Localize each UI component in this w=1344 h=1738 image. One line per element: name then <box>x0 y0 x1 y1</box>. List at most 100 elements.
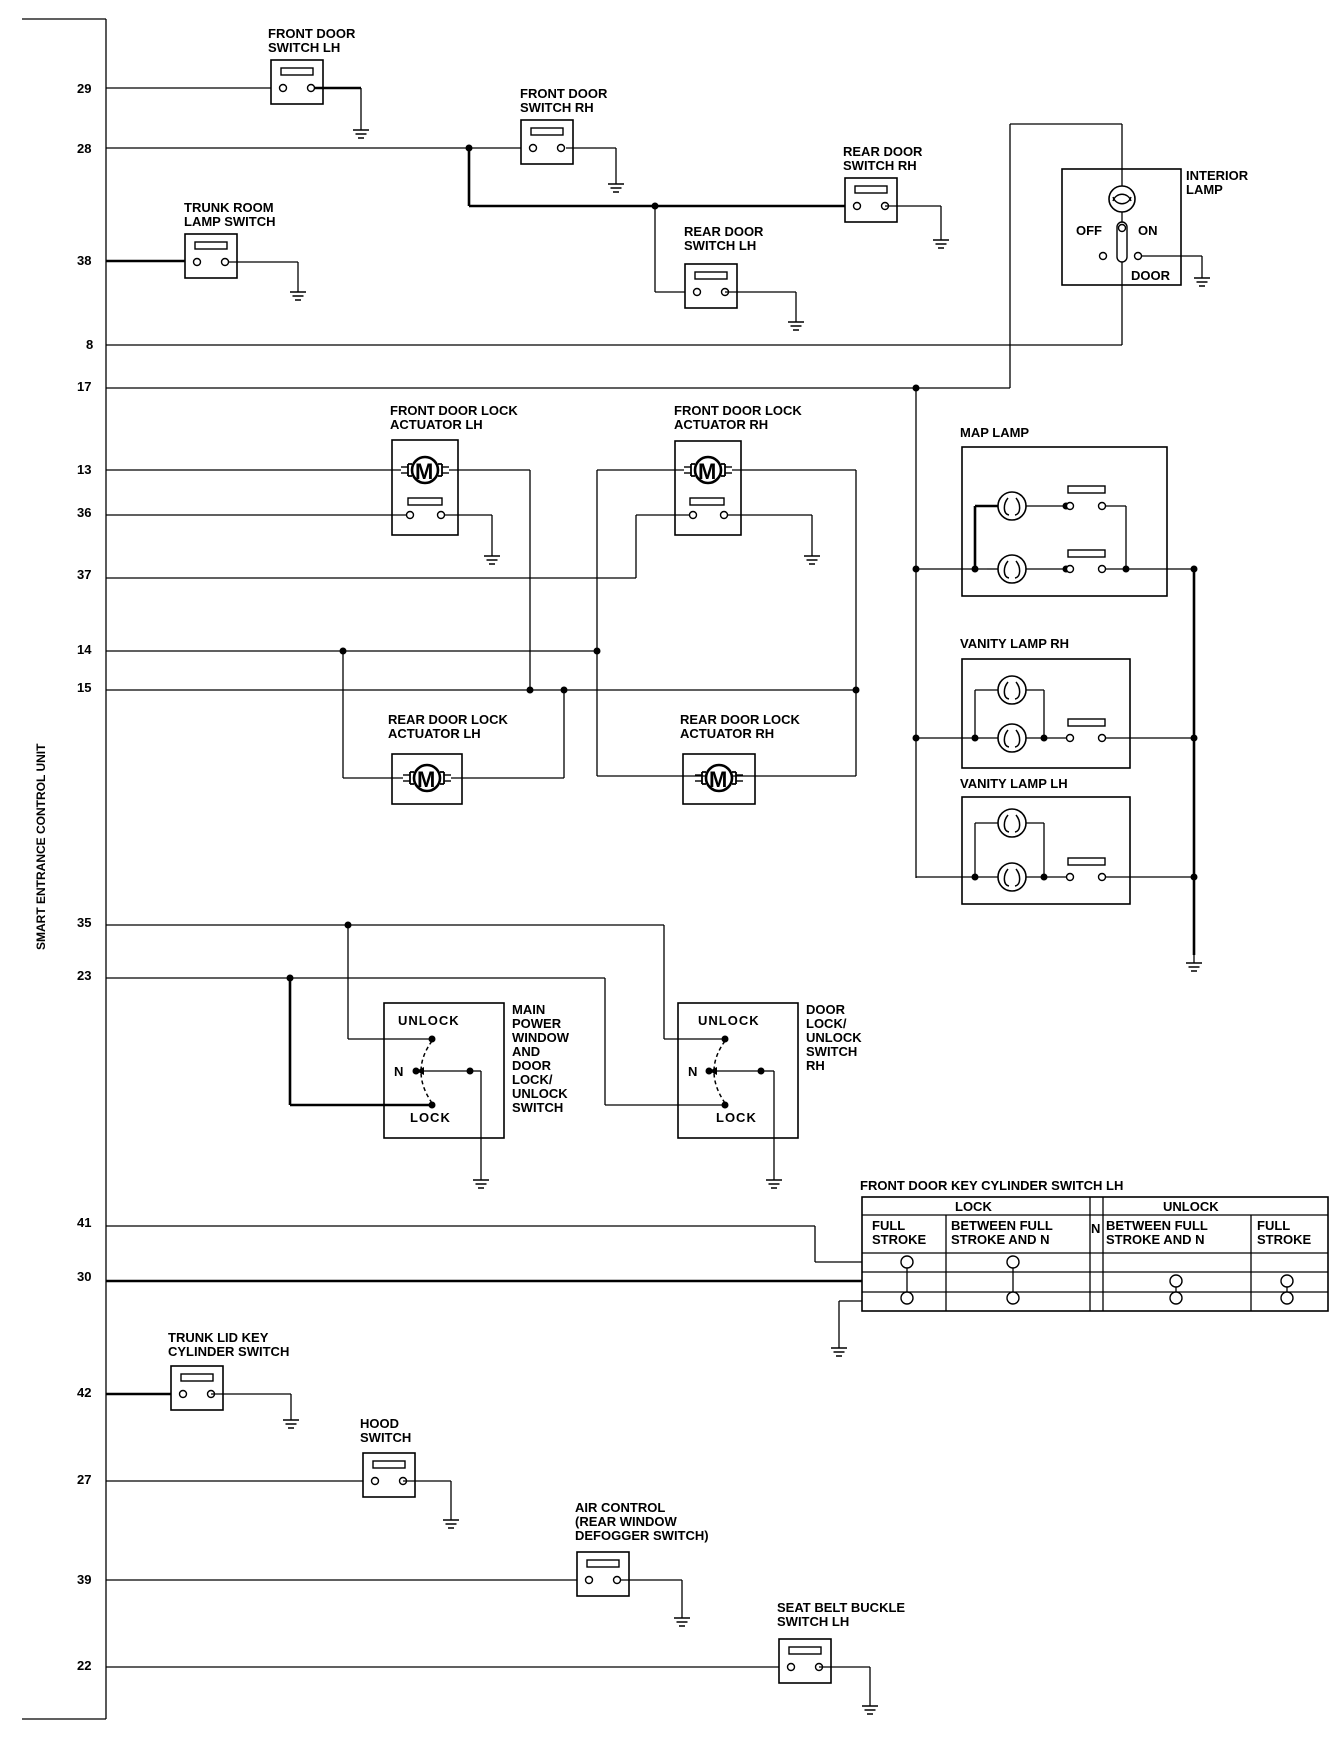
svg-text:REAR DOOR: REAR DOOR <box>684 224 764 239</box>
control-unit-label: SMART ENTRANCE CONTROL UNIT <box>34 743 48 950</box>
svg-text:ACTUATOR RH: ACTUATOR RH <box>680 726 774 741</box>
svg-text:POWER: POWER <box>512 1016 562 1031</box>
svg-text:M: M <box>417 767 435 792</box>
pin-29: 29 <box>77 81 91 96</box>
svg-text:STROKE AND N: STROKE AND N <box>951 1232 1049 1247</box>
bulb-icon <box>997 723 1027 753</box>
svg-text:FULL: FULL <box>1257 1218 1290 1233</box>
svg-text:N: N <box>688 1064 697 1079</box>
svg-text:LAMP SWITCH: LAMP SWITCH <box>184 214 275 229</box>
svg-text:TRUNK ROOM: TRUNK ROOM <box>184 200 274 215</box>
trunk-room-lamp-switch: TRUNK ROOM LAMP SWITCH <box>106 200 307 301</box>
svg-text:RH: RH <box>806 1058 825 1073</box>
svg-text:FRONT DOOR: FRONT DOOR <box>268 26 356 41</box>
front-door-lock-actuator-rh: FRONT DOOR LOCK ACTUATOR RH M <box>106 403 857 777</box>
ground-icon <box>830 1339 848 1357</box>
bulb-icon <box>997 675 1027 705</box>
ground-icon <box>861 1697 879 1715</box>
pin-42: 42 <box>77 1385 91 1400</box>
ground-icon <box>787 313 805 331</box>
svg-text:VANITY LAMP LH: VANITY LAMP LH <box>960 776 1068 791</box>
svg-text:UNLOCK: UNLOCK <box>698 1013 760 1028</box>
svg-text:SWITCH LH: SWITCH LH <box>684 238 756 253</box>
svg-text:MAIN: MAIN <box>512 1002 545 1017</box>
pin-numbers: 29 28 38 8 17 13 36 37 14 15 35 23 41 30… <box>77 81 93 1673</box>
seat-belt-buckle-switch-lh: SEAT BELT BUCKLE SWITCH LH <box>106 1600 905 1715</box>
svg-text:SWITCH: SWITCH <box>360 1430 411 1445</box>
svg-text:SWITCH: SWITCH <box>512 1100 563 1115</box>
svg-text:DOOR: DOOR <box>1131 268 1171 283</box>
svg-text:UNLOCK: UNLOCK <box>398 1013 460 1028</box>
svg-text:N: N <box>394 1064 403 1079</box>
ground-icon <box>765 1171 783 1189</box>
front-door-key-cylinder-switch-lh: FRONT DOOR KEY CYLINDER SWITCH LH LOCK U… <box>106 1178 1329 1357</box>
svg-text:INTERIOR: INTERIOR <box>1186 168 1249 183</box>
pin-41: 41 <box>77 1215 91 1230</box>
svg-text:FULL: FULL <box>872 1218 905 1233</box>
svg-text:DEFOGGER SWITCH): DEFOGGER SWITCH) <box>575 1528 709 1543</box>
svg-text:REAR DOOR LOCK: REAR DOOR LOCK <box>680 712 801 727</box>
ground-icon <box>442 1511 460 1529</box>
lock-switch-wiring <box>106 921 664 982</box>
svg-text:REAR DOOR: REAR DOOR <box>843 144 923 159</box>
ground-icon <box>352 121 370 139</box>
pin-28: 28 <box>77 141 91 156</box>
svg-text:DOOR: DOOR <box>512 1058 552 1073</box>
svg-text:TRUNK LID KEY: TRUNK LID KEY <box>168 1330 269 1345</box>
svg-text:WINDOW: WINDOW <box>512 1030 570 1045</box>
svg-text:FRONT DOOR LOCK: FRONT DOOR LOCK <box>390 403 518 418</box>
ground-icon <box>803 547 821 565</box>
pin-39: 39 <box>77 1572 91 1587</box>
front-door-lock-actuator-lh: FRONT DOOR LOCK ACTUATOR LH M <box>106 403 531 690</box>
bulb-icon <box>997 862 1027 892</box>
svg-text:SWITCH RH: SWITCH RH <box>520 100 594 115</box>
svg-text:LOCK: LOCK <box>955 1199 992 1214</box>
pin-17: 17 <box>77 379 91 394</box>
svg-text:MAP LAMP: MAP LAMP <box>960 425 1029 440</box>
svg-text:FRONT DOOR KEY CYLINDER SWITCH: FRONT DOOR KEY CYLINDER SWITCH LH <box>860 1178 1123 1193</box>
svg-text:ACTUATOR LH: ACTUATOR LH <box>390 417 483 432</box>
ground-icon <box>483 547 501 565</box>
svg-text:ON: ON <box>1138 223 1158 238</box>
door-lock-unlock-switch-rh: UNLOCK N LOCK DOOR LOCK/ UNLOCK SWITCH R… <box>604 925 862 1189</box>
ground-icon <box>1185 954 1203 972</box>
pin-22: 22 <box>77 1658 91 1673</box>
svg-text:UNLOCK: UNLOCK <box>1163 1199 1219 1214</box>
pin-30: 30 <box>77 1269 91 1284</box>
svg-text:STROKE: STROKE <box>872 1232 927 1247</box>
svg-text:STROKE AND N: STROKE AND N <box>1106 1232 1204 1247</box>
vanity-lamp-lh: VANITY LAMP LH <box>916 776 1198 905</box>
ground-icon <box>607 175 625 193</box>
vanity-lamp-rh: VANITY LAMP RH <box>912 636 1198 769</box>
svg-text:BETWEEN FULL: BETWEEN FULL <box>1106 1218 1208 1233</box>
ground-icon <box>932 231 950 249</box>
map-lamp: MAP LAMP <box>912 425 1198 597</box>
rear-door-lock-actuator-lh: REAR DOOR LOCK ACTUATOR LH M <box>342 651 565 805</box>
svg-text:SWITCH: SWITCH <box>806 1044 857 1059</box>
svg-text:FRONT DOOR LOCK: FRONT DOOR LOCK <box>674 403 802 418</box>
svg-text:LOCK/: LOCK/ <box>806 1016 847 1031</box>
svg-text:LOCK/: LOCK/ <box>512 1072 553 1087</box>
rear-door-switch-rh: REAR DOOR SWITCH RH <box>843 144 950 249</box>
svg-text:(REAR WINDOW: (REAR WINDOW <box>575 1514 678 1529</box>
pin-8: 8 <box>86 337 93 352</box>
ground-icon <box>472 1171 490 1189</box>
pin-13: 13 <box>77 462 91 477</box>
control-unit: SMART ENTRANCE CONTROL UNIT <box>22 18 107 1720</box>
svg-text:REAR DOOR LOCK: REAR DOOR LOCK <box>388 712 509 727</box>
main-power-window-door-lock-switch: UNLOCK N LOCK MAIN POWER WINDOW AND DOOR… <box>288 925 570 1189</box>
svg-text:CYLINDER SWITCH: CYLINDER SWITCH <box>168 1344 289 1359</box>
svg-text:BETWEEN FULL: BETWEEN FULL <box>951 1218 1053 1233</box>
svg-text:SWITCH LH: SWITCH LH <box>777 1614 849 1629</box>
svg-text:AIR CONTROL: AIR CONTROL <box>575 1500 665 1515</box>
svg-text:UNLOCK: UNLOCK <box>512 1086 568 1101</box>
svg-text:ACTUATOR RH: ACTUATOR RH <box>674 417 768 432</box>
lamp-feed-bus <box>912 384 1203 972</box>
trunk-lid-key-cylinder-switch: TRUNK LID KEY CYLINDER SWITCH <box>106 1330 300 1429</box>
svg-text:DOOR: DOOR <box>806 1002 846 1017</box>
rear-door-lock-actuator-rh: REAR DOOR LOCK ACTUATOR RH M <box>680 712 801 805</box>
svg-text:ACTUATOR LH: ACTUATOR LH <box>388 726 481 741</box>
svg-text:FRONT DOOR: FRONT DOOR <box>520 86 608 101</box>
hood-switch: HOOD SWITCH <box>106 1416 460 1529</box>
ground-icon <box>282 1411 300 1429</box>
